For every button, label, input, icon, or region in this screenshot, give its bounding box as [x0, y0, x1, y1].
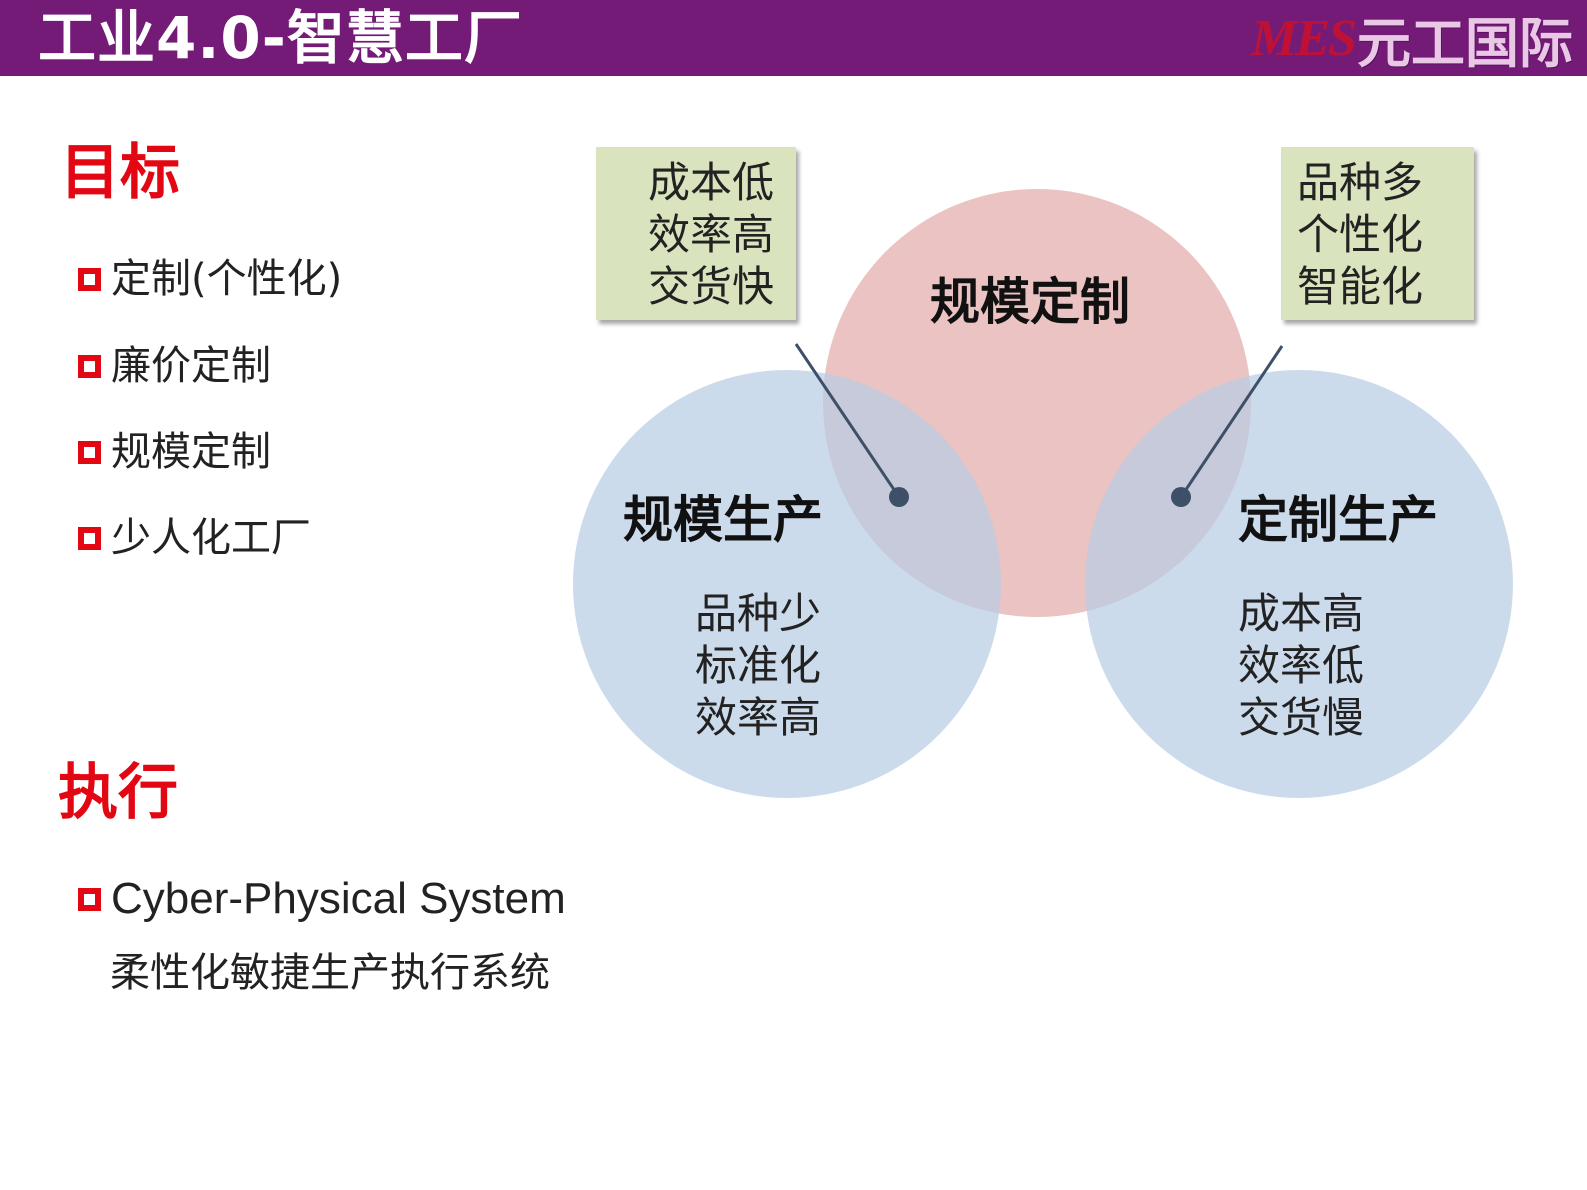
goals-title: 目标	[60, 138, 180, 208]
red-square-bullet-icon	[78, 526, 101, 550]
top-circle-title: 规模定制	[930, 273, 1130, 331]
right-connector-dot	[1171, 487, 1191, 507]
right-circle-title: 定制生产	[1238, 491, 1438, 549]
execution-item-label: Cyber-Physical System	[111, 874, 566, 923]
left-note-box: 成本低 效率高 交货快	[596, 147, 796, 320]
right-circle-line: 成本高	[1238, 589, 1365, 638]
left-connector-line	[794, 343, 901, 498]
red-square-bullet-icon	[78, 267, 101, 291]
left-circle-title: 规模生产	[623, 491, 823, 549]
goal-item-label: 定制(个性化)	[111, 256, 343, 302]
goal-item: 规模定制	[78, 427, 271, 477]
goal-item-label: 规模定制	[111, 429, 271, 475]
left-circle-line: 效率高	[695, 693, 822, 742]
left-circle-line: 标准化	[695, 641, 822, 690]
left-connector-dot	[889, 487, 909, 507]
right-note-box: 品种多 个性化 智能化	[1281, 147, 1474, 320]
goal-item-label: 廉价定制	[111, 343, 271, 389]
page-title: 工业4.0-智慧工厂	[38, 4, 523, 72]
right-circle-line: 效率低	[1238, 641, 1365, 690]
note-line: 品种多	[1297, 158, 1424, 207]
goal-item: 定制(个性化)	[78, 254, 342, 304]
red-square-bullet-icon	[78, 440, 101, 464]
goal-item: 少人化工厂	[78, 513, 311, 563]
logo-mes-text: MES	[1251, 9, 1357, 67]
note-line: 智能化	[1297, 262, 1424, 311]
execution-title: 执行	[58, 758, 178, 828]
circle-mass-production	[573, 370, 1001, 798]
header-bar: 工业4.0-智慧工厂 MES 元工国际	[0, 0, 1587, 76]
red-square-bullet-icon	[78, 354, 101, 378]
execution-subtitle: 柔性化敏捷生产执行系统	[110, 950, 550, 996]
right-connector-line	[1179, 345, 1284, 498]
right-circle-line: 交货慢	[1238, 693, 1365, 742]
logo-company-name: 元工国际	[1357, 11, 1573, 75]
note-line: 效率高	[648, 210, 775, 259]
goal-item-label: 少人化工厂	[111, 515, 311, 561]
left-circle-line: 品种少	[695, 589, 822, 638]
note-line: 个性化	[1297, 210, 1424, 259]
red-square-bullet-icon	[78, 887, 101, 911]
goal-item: 廉价定制	[78, 341, 271, 391]
note-line: 成本低	[648, 158, 775, 207]
note-line: 交货快	[648, 262, 775, 311]
circle-custom-production	[1085, 370, 1513, 798]
execution-item: Cyber-Physical System	[78, 874, 566, 924]
company-logo: MES 元工国际	[1251, 0, 1573, 76]
